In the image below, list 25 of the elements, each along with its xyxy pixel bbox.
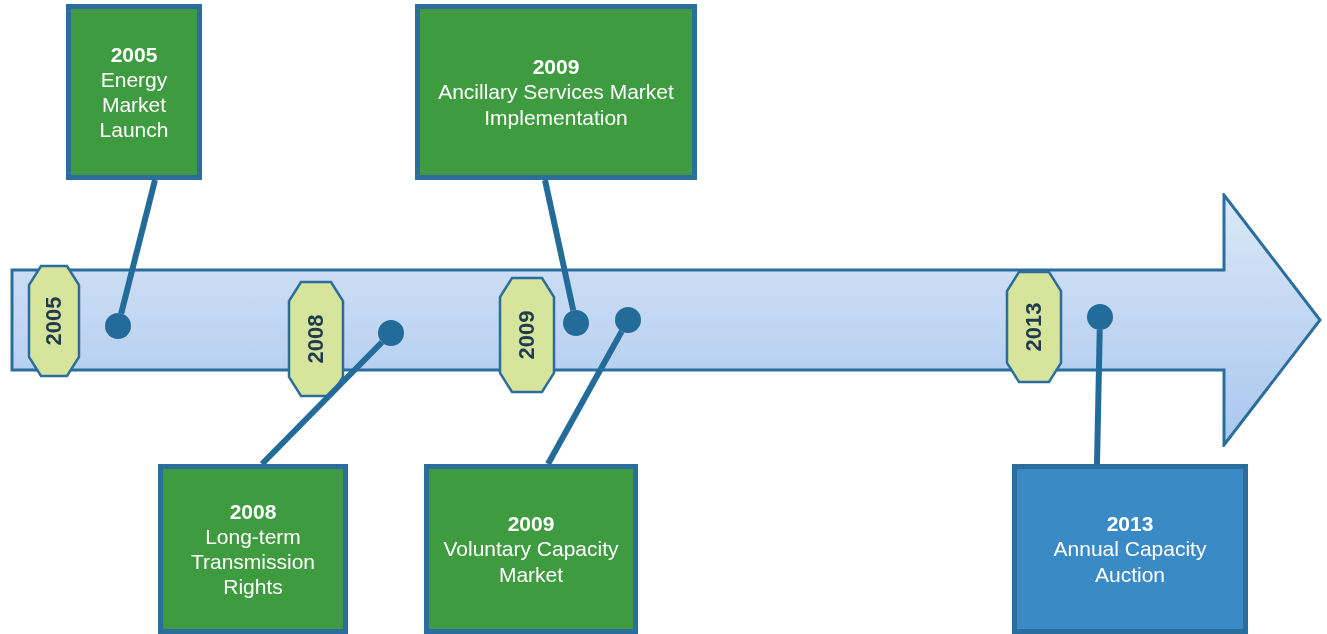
milestone-year: 2005 (110, 41, 158, 67)
milestone-text: Voluntary Capacity Market (442, 536, 620, 587)
milestone-text: Long-term Transmission Rights (189, 523, 317, 600)
milestone-box (424, 464, 638, 634)
milestone-year: 2008 (229, 498, 277, 524)
year-label: 2008 (303, 314, 329, 364)
milestone-box (158, 464, 348, 634)
connector-line (259, 340, 385, 467)
milestone-text: Ancillary Services Market Implementation (437, 79, 675, 130)
milestone-year: 2009 (532, 54, 580, 80)
connector-line (542, 179, 577, 311)
milestone-text: Energy Market Launch (98, 66, 170, 143)
connector-line (545, 329, 625, 466)
milestone-box (415, 4, 697, 180)
milestone-box (1012, 464, 1248, 634)
year-label: 2005 (41, 296, 67, 346)
milestone-year: 2013 (1106, 511, 1154, 537)
connector-line (118, 179, 158, 315)
milestone-text: Annual Capacity Auction (1052, 536, 1208, 587)
year-label: 2013 (1021, 302, 1047, 352)
milestone-box (66, 4, 202, 180)
milestone-year: 2009 (507, 511, 555, 537)
connector-line (1094, 329, 1103, 465)
timeline-arrow (10, 193, 1322, 447)
year-label: 2009 (514, 310, 540, 360)
